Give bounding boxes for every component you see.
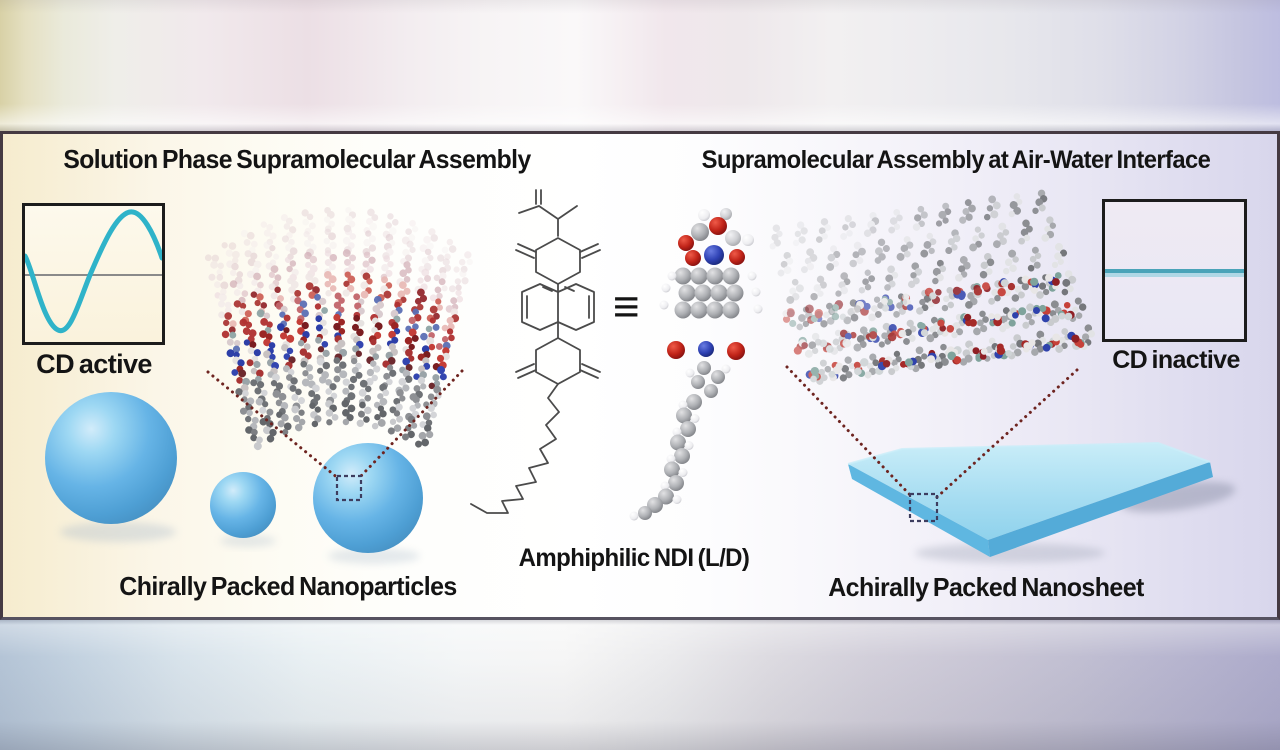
center-caption: Amphiphilic NDI (L/D): [518, 544, 750, 572]
cd-inactive-spectrum-box: [1102, 199, 1247, 342]
cd-inactive-label: CD inactive: [1112, 346, 1240, 374]
zero-baseline: [25, 274, 162, 276]
blurred-background-top: [0, 0, 1280, 133]
right-caption: Achirally Packed Nanosheet: [828, 572, 1144, 602]
left-caption: Chirally Packed Nanoparticles: [119, 571, 457, 601]
cd-active-label: CD active: [36, 349, 152, 379]
left-panel-title: Solution Phase Supramolecular Assembly: [63, 144, 531, 174]
cd-active-spectrum-box: [22, 203, 165, 345]
cd-active-wave-icon: [25, 209, 162, 334]
cd-inactive-line-icon: [1105, 269, 1244, 274]
equivalence-symbol: ≡: [612, 280, 640, 332]
right-panel-title: Supramolecular Assembly at Air-Water Int…: [701, 146, 1211, 174]
blurred-background-bottom: [0, 617, 1280, 750]
